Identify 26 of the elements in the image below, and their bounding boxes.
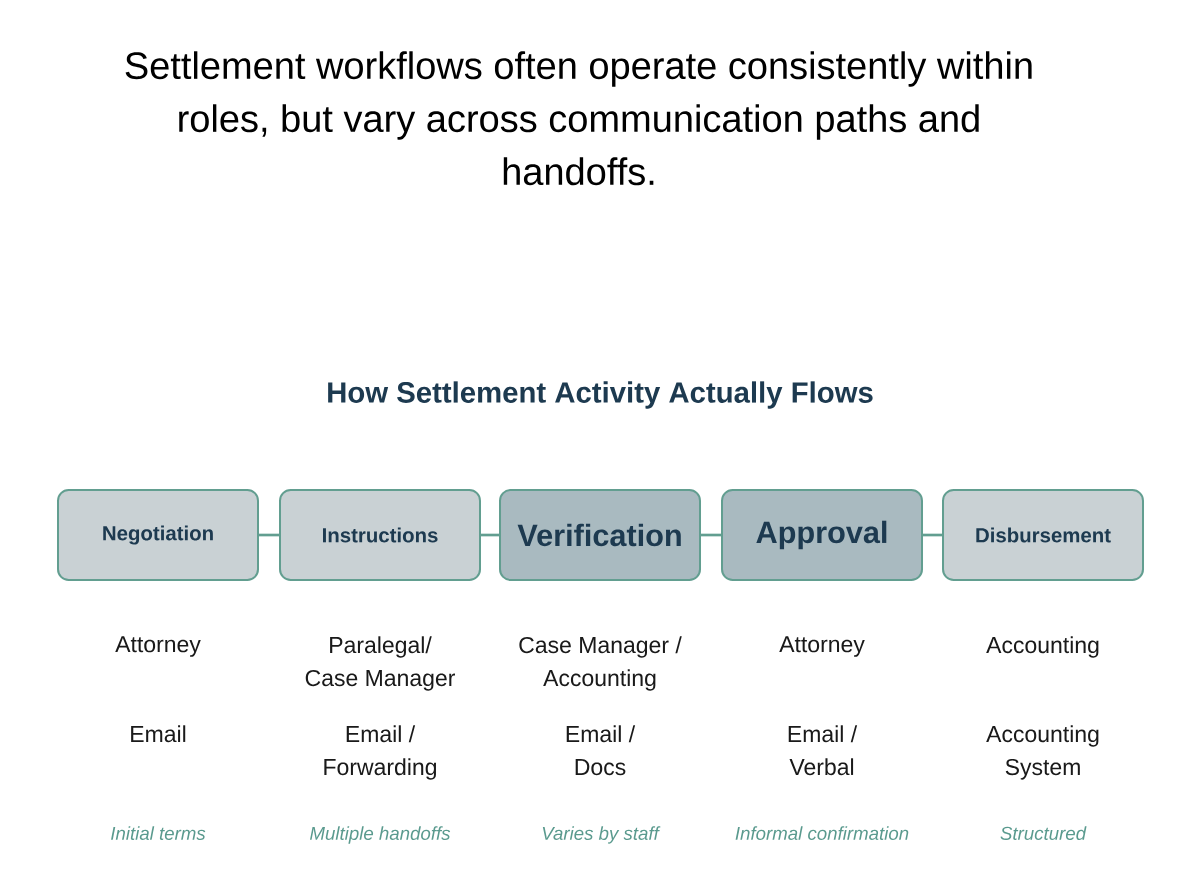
channel-label: Email / Verbal — [788, 725, 858, 776]
page-title: Settlement workflows often operate consistently within roles, but vary across communication paths and handoffs. — [125, 51, 1032, 186]
channel-label: Email / Forwarding — [324, 725, 437, 780]
connector-line — [259, 533, 279, 537]
stage-box: Instructions — [279, 489, 481, 581]
channel-label: Email / Docs — [566, 725, 636, 776]
stage-box: Disbursement — [942, 489, 1144, 581]
connector-line — [481, 533, 499, 537]
connector-line — [701, 533, 721, 537]
stage-box: Approval — [721, 489, 923, 581]
role-label: Case Manager / Accounting — [519, 636, 682, 691]
note-label: Informal confirmation — [735, 826, 909, 840]
role-label: Attorney — [115, 636, 201, 657]
channel-label: Accounting System — [986, 725, 1099, 780]
stage-box: Negotiation — [57, 489, 259, 581]
role-label: Paralegal/ Case Manager — [305, 636, 455, 691]
role-label: Accounting — [986, 636, 1099, 658]
note-label: Structured — [1000, 826, 1087, 840]
channel-label: Email — [131, 725, 186, 743]
connector-line — [923, 533, 942, 537]
diagram-heading: How Settlement Activity Actually Flows — [328, 381, 873, 409]
note-label: Initial terms — [111, 826, 206, 840]
stage-box: Verification — [499, 489, 701, 581]
note-label: Multiple handoffs — [310, 826, 451, 844]
role-label: Attorney — [779, 636, 865, 657]
note-label: Varies by staff — [542, 826, 661, 844]
